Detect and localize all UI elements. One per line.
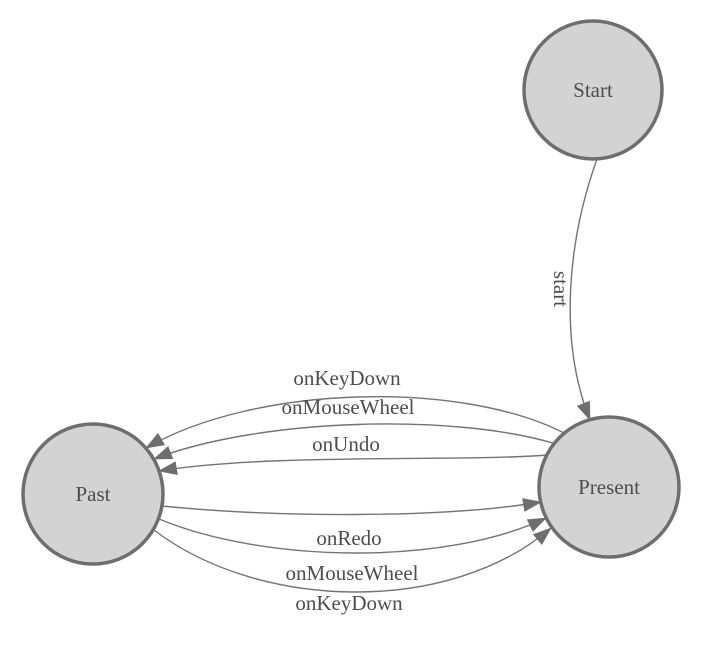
edge-label-start: start xyxy=(549,271,573,307)
edge-present-to-past-onundo: onUndo xyxy=(158,432,549,476)
edge-past-to-present-onkeydown: onKeyDown xyxy=(153,527,552,615)
edge-label-onundo: onUndo xyxy=(312,432,380,456)
node-present-label: Present xyxy=(578,475,640,499)
edge-past-to-present-onkeydown-path xyxy=(153,527,552,593)
node-past: Past xyxy=(21,422,165,566)
edge-start-to-present-path xyxy=(569,158,598,421)
edge-label-onmousewheel-bottom: onMouseWheel xyxy=(286,561,419,585)
node-present-circle xyxy=(537,415,681,559)
edge-present-to-past-onkeydown-path xyxy=(145,395,565,449)
edge-start-to-present: start xyxy=(549,158,598,421)
edge-past-to-present-onmousewheel-path xyxy=(158,517,547,554)
node-past-circle xyxy=(21,422,165,566)
edge-label-onmousewheel-top: onMouseWheel xyxy=(282,395,415,419)
node-present: Present xyxy=(537,415,681,559)
node-start: Start xyxy=(522,19,664,161)
edge-past-to-present-onmousewheel: onMouseWheel xyxy=(158,517,547,585)
node-past-label: Past xyxy=(75,482,110,506)
edge-present-to-past-onmousewheel: onMouseWheel xyxy=(153,395,557,460)
edge-past-to-present-onredo-path xyxy=(161,498,542,516)
edge-past-to-present-onredo: onRedo xyxy=(161,498,542,550)
edge-label-onkeydown-top: onKeyDown xyxy=(293,366,401,390)
edge-present-to-past-onkeydown: onKeyDown xyxy=(145,366,565,449)
node-start-circle xyxy=(522,19,664,161)
edge-present-to-past-onmousewheel-path xyxy=(153,423,557,460)
edge-label-onkeydown-bottom: onKeyDown xyxy=(295,591,403,615)
node-start-label: Start xyxy=(573,78,613,102)
edge-label-onredo: onRedo xyxy=(316,526,381,550)
edge-present-to-past-onundo-path xyxy=(158,454,549,476)
